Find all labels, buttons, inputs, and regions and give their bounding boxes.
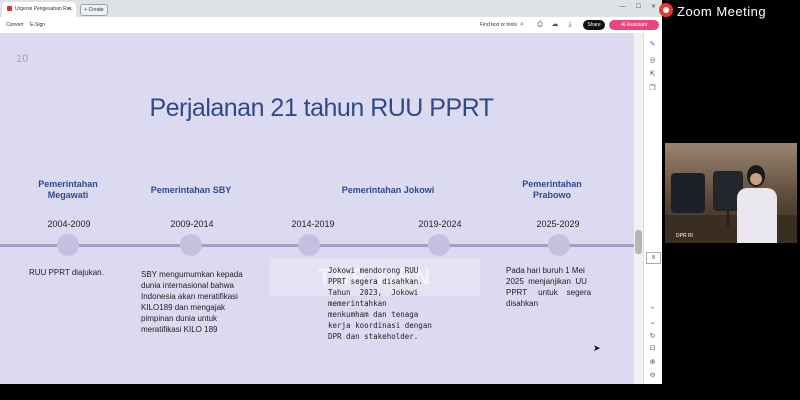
export-icon[interactable]: ⇱ [649,71,656,78]
chevron-up-icon[interactable]: ⌃ [649,307,656,314]
edit-icon[interactable]: ✎ [649,41,656,48]
page-fit-icon[interactable]: ⊡ [649,345,656,352]
share-button[interactable]: Share [583,20,605,30]
era-name-megawati: Pemerintahan Megawati [38,179,98,200]
cloud-icon[interactable]: ☁ [551,21,559,28]
tab-bar: Urgensi Pengesahan Ra... ✕ + Create — ☐ ✕ [0,0,662,17]
tools-side-panel [643,33,662,384]
copy-icon[interactable]: ❐ [649,85,656,92]
era-name-sby: Pemerintahan SBY [150,185,232,195]
zoom-window-title: Zoom Meeting [677,4,767,19]
page-number-indicator[interactable]: 8 [646,252,661,264]
timeline-line [0,244,643,247]
timeline-dot [548,234,570,256]
era-description: SBY mengumumkan kepada dunia internasion… [141,270,243,334]
close-tab-icon[interactable]: ✕ [67,6,72,12]
find-tools-input[interactable]: Find text or tools [480,22,517,28]
timeline-dot [180,234,202,256]
convert-button[interactable]: Convert [6,22,24,28]
zoom-out-icon[interactable]: ⊖ [649,372,656,379]
era-years: 2009-2014 [170,219,214,229]
minimize-icon[interactable]: — [619,4,626,10]
timeline-dot [298,234,320,256]
slide-title: Perjalanan 21 tahun RUU PPRT [149,94,494,122]
era-years: 2004-2009 [47,219,91,229]
era-name-prabowo: Pemerintahan Prabowo [522,179,582,200]
search-icon[interactable]: ⌕ [520,21,524,28]
pdf-toolbar: Convert E-Sign Find text or tools ⌕ ⎙ ☁ … [0,17,662,34]
ai-assistant-button[interactable]: AI Assistant [609,20,659,30]
timeline-dot [57,234,79,256]
download-icon[interactable]: ⤓ [568,21,572,28]
window-controls: — ☐ ✕ [610,3,656,10]
print-icon[interactable]: ⎙ [537,21,543,28]
zoom-in-icon[interactable]: ⊕ [649,359,656,366]
new-tab-button[interactable]: + Create [80,4,108,16]
close-window-icon[interactable]: ✕ [650,4,656,10]
mouse-cursor: ➤ [593,343,601,353]
tab-title: Urgensi Pengesahan Ra... [15,6,74,12]
era-name-jokowi: Pemerintahan Jokowi [341,185,435,195]
era-description: Jokowi mendorong RUU PPRT segera disahka… [328,266,432,341]
maximize-icon[interactable]: ☐ [635,4,641,10]
era-years: 2019-2024 [418,219,462,229]
refresh-icon[interactable]: ↻ [649,333,656,340]
watermark-logo: TNR MEN [270,258,480,296]
slide-page-number: 10 [16,53,29,65]
timeline-dot [428,234,450,256]
browser-tab[interactable]: Urgensi Pengesahan Ra... ✕ [2,2,76,17]
era-years: 2014-2019 [291,219,335,229]
scrollbar-thumb[interactable] [635,230,642,254]
zoom-logo-icon [659,3,673,17]
pdf-icon [7,6,12,12]
slide: 10 Perjalanan 21 tahun RUU PPRT Pemerint… [0,33,643,384]
era-description: Pada hari buruh 1 Mei 2025 menjanjikan U… [506,266,592,308]
participant-name-label: DPR RI [676,233,693,239]
browser-window: Urgensi Pengesahan Ra... ✕ + Create —☐✕ … [0,0,662,384]
esign-button[interactable]: E-Sign [30,22,46,28]
vertical-scrollbar[interactable] [634,33,643,384]
era-description: RUU PPRT diajukan. [29,268,104,277]
chevron-down-icon[interactable]: ⌄ [649,319,656,326]
participant-video[interactable] [665,143,797,243]
comment-icon[interactable]: ◎ [649,57,656,64]
era-years: 2025-2029 [536,219,580,229]
